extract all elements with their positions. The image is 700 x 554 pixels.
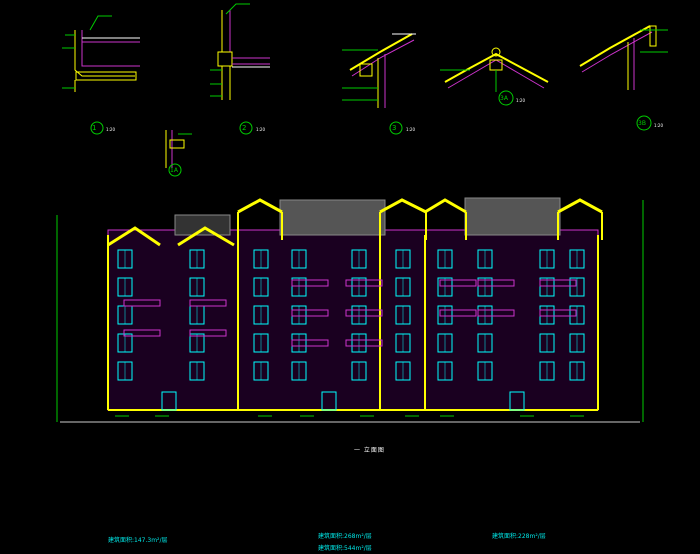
balcony-rail: [477, 309, 515, 317]
detail-mark-3b: 3B: [638, 120, 646, 127]
detail-mark-circles: [90, 90, 652, 177]
area-middle-top: 建筑面积:268m²/层: [318, 533, 372, 540]
detail-mark-3a: 3A: [500, 95, 508, 102]
roof-tile-left: [279, 199, 386, 236]
balcony-rail: [291, 309, 329, 317]
elevation-title: 一 立面图: [354, 447, 385, 454]
balcony-rail: [123, 299, 161, 307]
balcony-rail: [539, 309, 577, 317]
balcony-rail: [123, 329, 161, 337]
detail-3a: [440, 47, 549, 92]
dimension-lines: [56, 200, 644, 423]
balcony-rail: [189, 299, 227, 307]
detail-scale-2: 1:20: [256, 127, 265, 132]
area-right: 建筑面积:228m²/层: [492, 533, 546, 540]
balcony-rail: [291, 279, 329, 287]
gable: [557, 198, 603, 214]
entrance-door: [321, 391, 337, 411]
balcony-rail: [291, 339, 329, 347]
area-left: 建筑面积:147.3m²/层: [108, 537, 168, 544]
detail-scale-3b: 1:20: [654, 123, 663, 128]
detail-2: [210, 3, 270, 100]
entrance-door: [161, 391, 177, 411]
gable: [424, 198, 467, 214]
building-elevation: [107, 197, 603, 417]
entrance-door: [509, 391, 525, 411]
wall-body: [107, 229, 599, 411]
detail-mark-1a: 1A: [170, 167, 178, 174]
gable: [379, 198, 427, 214]
balcony-rail: [345, 339, 383, 347]
balcony-rail: [345, 309, 383, 317]
gable: [107, 226, 161, 247]
gable: [177, 226, 235, 247]
detail-3: [342, 33, 416, 108]
detail-mark-3: 3: [392, 124, 397, 132]
balcony-rail: [439, 279, 477, 287]
balcony-rail: [345, 279, 383, 287]
roof-small: [174, 214, 231, 236]
balcony-rail: [477, 279, 515, 287]
area-middle-bottom: 建筑面积:544m²/层: [318, 545, 372, 552]
balcony-rail: [439, 309, 477, 317]
detail-3b: [579, 25, 668, 90]
gable: [237, 198, 283, 214]
detail-mark-2: 2: [242, 124, 247, 132]
detail-scale-3a: 1:20: [516, 98, 525, 103]
detail-scale-1: 1:20: [106, 127, 115, 132]
detail-scale-3: 1:20: [406, 127, 415, 132]
balcony-rail: [189, 329, 227, 337]
detail-1: [62, 15, 140, 92]
balcony-rail: [539, 279, 577, 287]
roof-tile-right: [464, 197, 561, 236]
detail-mark-1: 1: [92, 124, 97, 132]
detail-1a: [165, 130, 192, 168]
